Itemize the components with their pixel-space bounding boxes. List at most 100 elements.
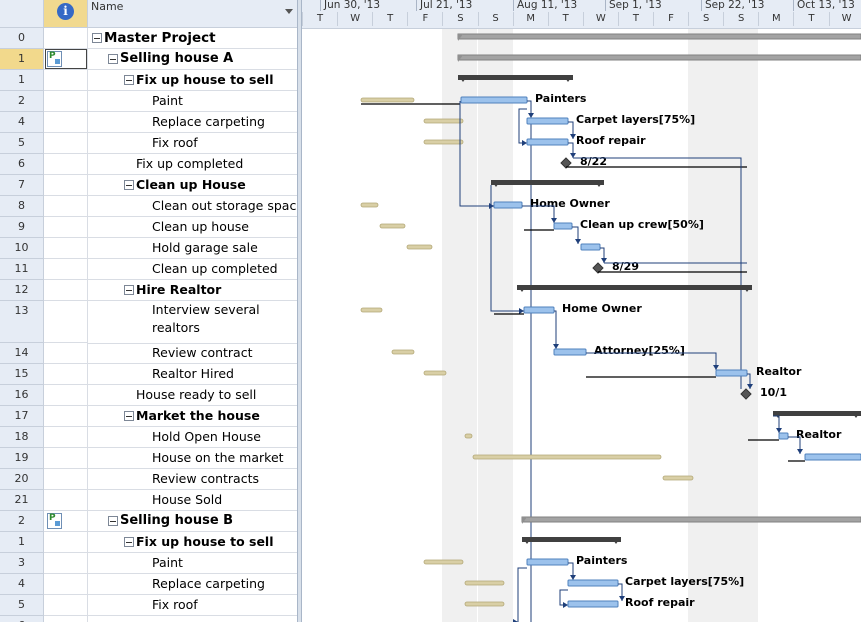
task-name-cell[interactable]: Fix up house to sell [88,532,297,553]
table-row[interactable]: 20 Review contracts [0,469,297,490]
task-bar[interactable] [778,432,789,440]
table-row[interactable]: 3 Paint [0,553,297,574]
table-row[interactable]: 11 Clean up completed [0,259,297,280]
task-bar[interactable] [460,96,528,104]
task-name-cell[interactable]: House Sold [88,490,297,511]
indicator-cell[interactable] [44,343,88,364]
row-id[interactable]: 5 [0,595,44,616]
indicator-cell[interactable] [44,595,88,616]
row-id[interactable]: 0 [0,28,44,49]
collapse-icon[interactable] [124,180,134,190]
task-name-cell[interactable]: Selling house A [88,49,297,70]
row-id[interactable]: 9 [0,217,44,238]
indicator-cell[interactable] [44,175,88,196]
row-id[interactable]: 17 [0,406,44,427]
collapse-icon[interactable] [92,33,102,43]
task-bar[interactable] [715,369,748,377]
task-name-cell[interactable]: Hire Realtor [88,280,297,301]
table-row[interactable]: 2Selling house B [0,511,297,532]
indicator-cell[interactable] [44,448,88,469]
row-id[interactable]: 11 [0,259,44,280]
task-bar[interactable] [493,201,523,209]
row-id[interactable]: 3 [0,553,44,574]
summary-bar[interactable] [517,285,752,290]
task-name-cell[interactable]: Replace carpeting [88,574,297,595]
indicator-cell[interactable] [44,259,88,280]
inserted-project-icon[interactable] [47,51,62,67]
summary-bar[interactable] [522,537,621,542]
row-id[interactable]: 8 [0,196,44,217]
indicator-cell[interactable] [44,574,88,595]
table-row[interactable]: 4 Replace carpeting [0,574,297,595]
task-name-cell[interactable]: Hold Open House [88,427,297,448]
task-bar[interactable] [553,222,573,230]
row-id[interactable]: 5 [0,133,44,154]
task-name-cell[interactable]: Paint [88,91,297,112]
row-id[interactable]: 4 [0,112,44,133]
task-name-cell[interactable]: House ready to sell [88,385,297,406]
collapse-icon[interactable] [108,54,118,64]
row-id[interactable]: 6 [0,154,44,175]
indicator-cell[interactable] [44,49,88,70]
task-name-cell[interactable]: Fix up completed [88,154,297,175]
task-bar[interactable] [523,306,555,314]
row-id[interactable]: 21 [0,490,44,511]
name-column-header[interactable]: Name [88,0,297,28]
task-name-cell[interactable]: Clean up House [88,175,297,196]
row-id[interactable]: 1 [0,49,44,70]
indicator-cell[interactable] [44,196,88,217]
task-bar[interactable] [553,348,587,356]
indicator-cell[interactable] [44,469,88,490]
indicator-cell[interactable] [44,238,88,259]
task-name-cell[interactable] [88,616,297,622]
task-name-cell[interactable]: Paint [88,553,297,574]
row-id[interactable]: 2 [0,91,44,112]
task-name-cell[interactable]: Replace carpeting [88,112,297,133]
task-name-cell[interactable]: Clean up completed [88,259,297,280]
indicator-cell[interactable] [44,511,88,532]
task-name-cell[interactable]: Hold garage sale [88,238,297,259]
task-name-cell[interactable]: Market the house [88,406,297,427]
indicator-cell[interactable] [44,553,88,574]
select-all-corner[interactable] [0,0,44,28]
indicator-cell[interactable] [44,91,88,112]
table-row[interactable]: 21 House Sold [0,490,297,511]
task-bar[interactable] [526,117,569,125]
indicator-cell[interactable] [44,427,88,448]
collapse-icon[interactable] [108,516,118,526]
indicator-cell[interactable] [44,532,88,553]
summary-bar[interactable] [491,180,604,185]
task-bar[interactable] [804,453,861,461]
row-id[interactable]: 6 [0,616,44,622]
indicator-cell[interactable] [44,133,88,154]
row-id[interactable]: 4 [0,574,44,595]
collapse-icon[interactable] [124,75,134,85]
indicator-cell[interactable] [44,154,88,175]
table-row[interactable]: 8 Clean out storage space [0,196,297,217]
row-id[interactable]: 19 [0,448,44,469]
indicator-cell[interactable] [44,28,88,49]
table-row[interactable]: 6 [0,616,297,622]
project-summary-bar[interactable] [457,54,861,61]
task-name-cell[interactable]: Fix up house to sell [88,70,297,91]
table-row[interactable]: 17 Market the house [0,406,297,427]
task-bar[interactable] [526,558,569,566]
task-name-cell[interactable]: Clean out storage space [88,196,297,217]
table-row[interactable]: 1 Selling house A [0,49,297,70]
row-id[interactable]: 12 [0,280,44,301]
task-bar[interactable] [526,138,569,146]
indicator-cell[interactable] [44,616,88,622]
indicator-cell[interactable] [44,385,88,406]
row-id[interactable]: 20 [0,469,44,490]
indicator-cell[interactable] [44,490,88,511]
row-id[interactable]: 14 [0,343,44,364]
task-name-cell[interactable]: Review contracts [88,469,297,490]
task-name-cell[interactable]: Clean up house [88,217,297,238]
milestone-diamond[interactable] [560,157,572,169]
